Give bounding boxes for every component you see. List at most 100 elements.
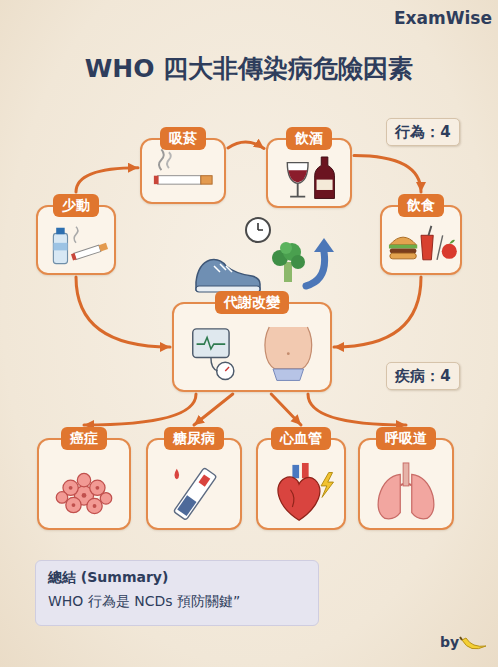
- art-shape: [429, 226, 432, 235]
- art-shape: [93, 504, 97, 508]
- art-shape: [462, 638, 486, 649]
- art-shape: [315, 157, 335, 198]
- art-shape: [421, 235, 433, 260]
- flow-arrow: [76, 277, 170, 347]
- art-shape: [378, 474, 400, 518]
- lungs-icon: [360, 440, 452, 528]
- art-shape: [288, 170, 307, 182]
- count-badge: 行為：4: [386, 118, 460, 146]
- art-shape: [389, 245, 417, 249]
- food-icon: [382, 207, 460, 273]
- art-shape: [258, 223, 263, 230]
- box-heading: 飲酒: [286, 127, 332, 150]
- art-shape: [214, 264, 232, 272]
- summary-box: 總結 (Summary) WHO 行為是 NCDs 預防關鍵”: [35, 560, 319, 626]
- art-shape: [71, 243, 108, 261]
- count-text: 行為：4: [395, 123, 450, 142]
- metabolic-box: 代謝改變: [172, 302, 332, 392]
- art-shape: [403, 463, 409, 486]
- art-shape: [199, 474, 211, 486]
- art-shape: [390, 248, 416, 253]
- banana: [460, 637, 486, 649]
- box-heading: 少動: [53, 194, 99, 217]
- shoe: [196, 260, 260, 292]
- box-heading: 癌症: [61, 427, 107, 450]
- behaviour-box: 少動: [36, 205, 116, 275]
- art-shape: [66, 497, 81, 512]
- flow-arrow: [76, 168, 138, 192]
- disease-box: 心血管: [256, 438, 346, 530]
- art-shape: [56, 228, 64, 235]
- flow-arrow: [271, 394, 301, 425]
- flow-arrow: [308, 394, 406, 425]
- diagram-title: WHO 四大非傳染病危險因素: [0, 52, 498, 85]
- clock: [246, 218, 270, 242]
- art-shape: [287, 352, 290, 355]
- art-shape: [72, 503, 76, 507]
- art-shape: [287, 163, 308, 184]
- bottle-cigarette-icon: [38, 207, 114, 273]
- art-shape: [284, 262, 292, 282]
- art-shape: [412, 474, 434, 518]
- flow-arrow: [194, 394, 233, 425]
- art-shape: [290, 183, 305, 196]
- summary-heading: 總結 (Summary): [48, 569, 306, 587]
- art-shape: [442, 244, 457, 259]
- box-heading: 心血管: [271, 427, 331, 450]
- disease-box: 呼吸道: [358, 438, 454, 530]
- art-shape: [302, 463, 309, 478]
- flow-arrow: [354, 156, 421, 193]
- disease-box: 癌症: [37, 438, 131, 530]
- art-shape: [321, 473, 333, 498]
- cancer-cells-icon: [39, 440, 129, 528]
- art-shape: [173, 468, 216, 521]
- box-heading: 呼吸道: [376, 427, 436, 450]
- summary-body: WHO 行為是 NCDs 預防關鍵”: [48, 593, 306, 611]
- art-shape: [290, 490, 293, 507]
- art-shape: [306, 252, 325, 286]
- broccoli: [272, 242, 305, 282]
- art-shape: [69, 486, 100, 508]
- art-shape: [74, 245, 101, 259]
- art-shape: [437, 235, 443, 260]
- metabolic-icon: [174, 304, 330, 390]
- art-shape: [87, 498, 102, 513]
- art-shape: [82, 493, 87, 498]
- art-shape: [317, 180, 333, 190]
- art-shape: [173, 468, 216, 521]
- art-shape: [390, 253, 416, 259]
- behaviour-box: 飲食: [380, 205, 462, 275]
- art-shape: [449, 240, 455, 244]
- art-shape: [56, 473, 111, 513]
- brand-label: ExamWise: [394, 8, 492, 28]
- art-shape: [167, 152, 171, 168]
- disease-box: 糖尿病: [146, 438, 242, 530]
- art-shape: [99, 243, 108, 252]
- art-shape: [273, 369, 304, 380]
- box-heading: 代謝改變: [215, 291, 289, 314]
- art-shape: [69, 486, 73, 490]
- cycle-arrow: [306, 238, 334, 286]
- art-shape: [77, 473, 90, 486]
- behaviour-box: 吸菸: [140, 138, 226, 204]
- art-shape: [201, 176, 212, 184]
- art-shape: [280, 242, 292, 254]
- art-shape: [291, 255, 305, 269]
- flow-arrow: [334, 277, 421, 347]
- art-shape: [246, 218, 270, 242]
- art-shape: [390, 237, 416, 245]
- art-shape: [278, 477, 320, 520]
- box-heading: 糖尿病: [164, 427, 224, 450]
- art-shape: [53, 243, 67, 251]
- art-shape: [71, 253, 77, 260]
- art-shape: [53, 233, 67, 263]
- art-shape: [174, 469, 179, 480]
- art-shape: [265, 327, 312, 369]
- art-shape: [56, 492, 67, 503]
- art-shape: [154, 176, 159, 184]
- art-shape: [159, 149, 164, 170]
- art-shape: [95, 486, 99, 490]
- art-shape: [225, 367, 229, 371]
- art-shape: [314, 238, 334, 252]
